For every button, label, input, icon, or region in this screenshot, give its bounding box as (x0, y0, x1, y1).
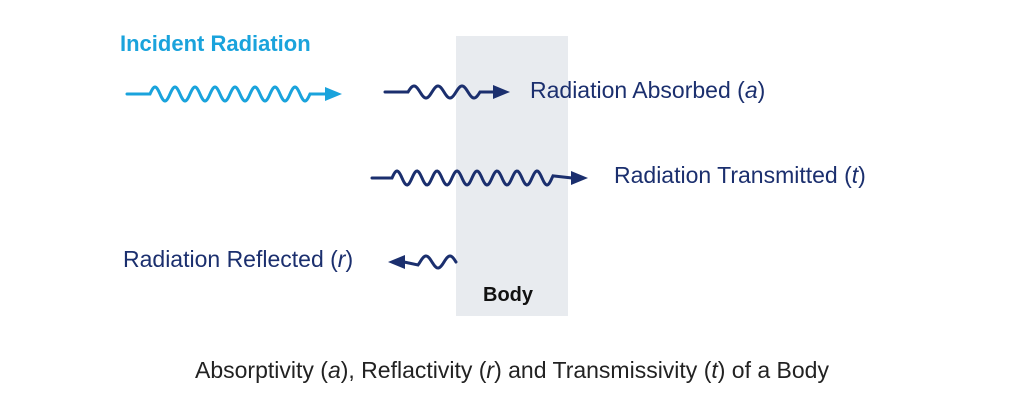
caption-symbol-t: t (711, 357, 718, 383)
reflected-arrowhead (388, 255, 405, 269)
incident-radiation-label: Incident Radiation (120, 31, 311, 56)
transmitted-arrowhead (571, 171, 588, 185)
transmitted-symbol: t (851, 162, 859, 188)
transmitted-wave (370, 169, 574, 187)
absorbed-symbol: a (744, 77, 758, 103)
figure-caption: Absorptivity (a), Reflactivity (r) and T… (0, 357, 1024, 384)
transmitted-label: Radiation Transmitted (t) (614, 162, 866, 189)
absorbed-arrowhead (493, 85, 510, 99)
caption-part-4: ) of a Body (717, 357, 829, 383)
reflected-close: ) (345, 246, 354, 272)
incident-arrowhead (325, 87, 342, 101)
reflected-text: Radiation Reflected ( (123, 246, 338, 272)
reflected-symbol: r (337, 246, 346, 272)
reflected-wave (402, 254, 458, 270)
caption-part-1: Absorptivity ( (195, 357, 328, 383)
reflected-label: Radiation Reflected (r) (123, 246, 353, 273)
caption-symbol-r: r (486, 357, 495, 383)
absorbed-text: Radiation Absorbed ( (530, 77, 745, 103)
transmitted-close: ) (858, 162, 866, 188)
caption-part-3: ) and Transmissivity ( (494, 357, 712, 383)
absorbed-close: ) (757, 77, 766, 103)
absorbed-wave (383, 84, 496, 100)
incident-wave (125, 85, 328, 103)
body-label: Body (483, 284, 533, 306)
caption-part-2: ), Reflactivity ( (340, 357, 487, 383)
transmitted-text: Radiation Transmitted ( (614, 162, 852, 188)
absorbed-label: Radiation Absorbed (a) (530, 77, 765, 104)
caption-symbol-a: a (327, 357, 341, 383)
